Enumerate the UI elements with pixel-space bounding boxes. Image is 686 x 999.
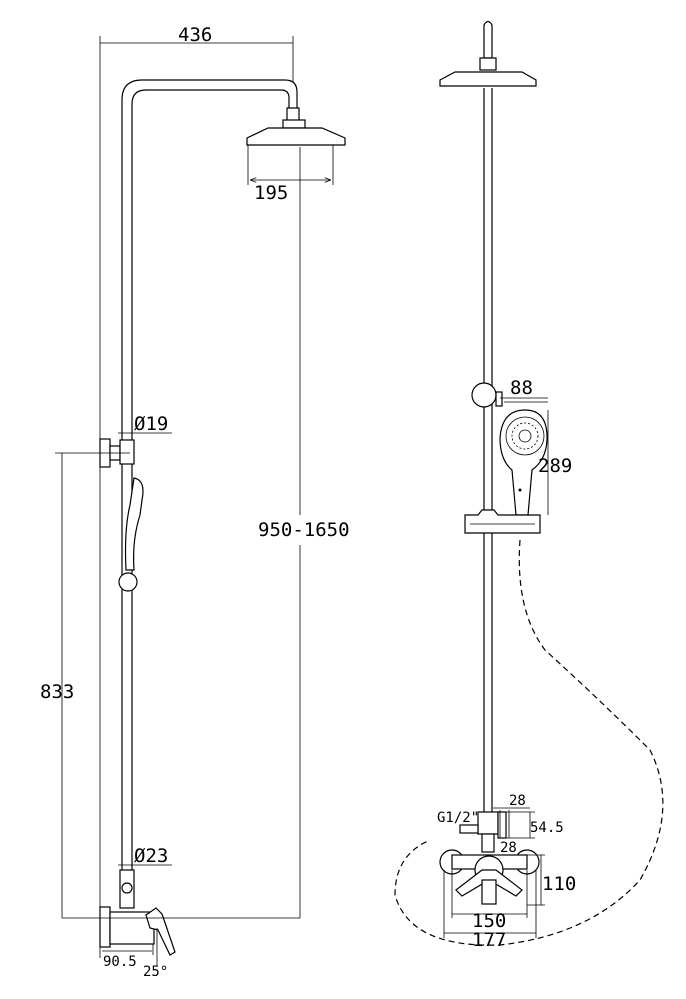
label-lower-diameter: Ø23 bbox=[118, 845, 172, 867]
svg-text:88: 88 bbox=[510, 377, 533, 399]
diverter-front: 28 G1/2" 54.5 28 bbox=[437, 793, 564, 856]
svg-text:950-1650: 950-1650 bbox=[258, 519, 350, 541]
dimension-overall-width: 436 bbox=[99, 24, 294, 920]
side-view: 436 195 950-1650 Ø19 bbox=[40, 24, 350, 980]
slider-ball: 88 bbox=[471, 377, 548, 408]
front-view: 88 289 28 G1/2" bbox=[394, 20, 664, 951]
svg-text:Ø23: Ø23 bbox=[134, 845, 168, 867]
svg-text:28: 28 bbox=[500, 840, 517, 856]
svg-text:289: 289 bbox=[538, 455, 572, 477]
handshower-holder bbox=[464, 509, 541, 534]
svg-text:Ø19: Ø19 bbox=[134, 413, 168, 435]
label-upper-diameter: Ø19 bbox=[118, 413, 172, 435]
svg-text:110: 110 bbox=[542, 873, 576, 895]
riser-pipe-front bbox=[479, 20, 497, 830]
mixer-front bbox=[439, 849, 540, 905]
svg-text:54.5: 54.5 bbox=[530, 820, 564, 836]
svg-text:150: 150 bbox=[472, 910, 506, 932]
dimension-mixer: 110 150 177 bbox=[443, 854, 576, 951]
overhead-shower-head bbox=[246, 119, 346, 146]
svg-text:90.5: 90.5 bbox=[103, 954, 137, 970]
dimension-bracket-height: 833 bbox=[40, 453, 74, 918]
riser-pipe bbox=[121, 79, 300, 905]
mixer-side: 90.5 25° bbox=[62, 869, 300, 980]
svg-text:833: 833 bbox=[40, 681, 74, 703]
dimension-height-range: 950-1650 bbox=[258, 147, 350, 918]
svg-text:177: 177 bbox=[472, 929, 506, 951]
svg-text:28: 28 bbox=[509, 793, 526, 809]
svg-text:436: 436 bbox=[178, 24, 212, 46]
svg-text:G1/2": G1/2" bbox=[437, 810, 479, 826]
svg-text:25°: 25° bbox=[143, 964, 168, 980]
dimension-handshower-length: 289 bbox=[538, 410, 572, 515]
hand-shower-side bbox=[118, 477, 144, 592]
svg-text:195: 195 bbox=[254, 182, 288, 204]
shower-hose bbox=[394, 539, 664, 946]
wall-bracket bbox=[55, 438, 135, 468]
overhead-shower-head-front bbox=[439, 71, 537, 87]
dimension-head-diameter: 195 bbox=[247, 145, 334, 204]
